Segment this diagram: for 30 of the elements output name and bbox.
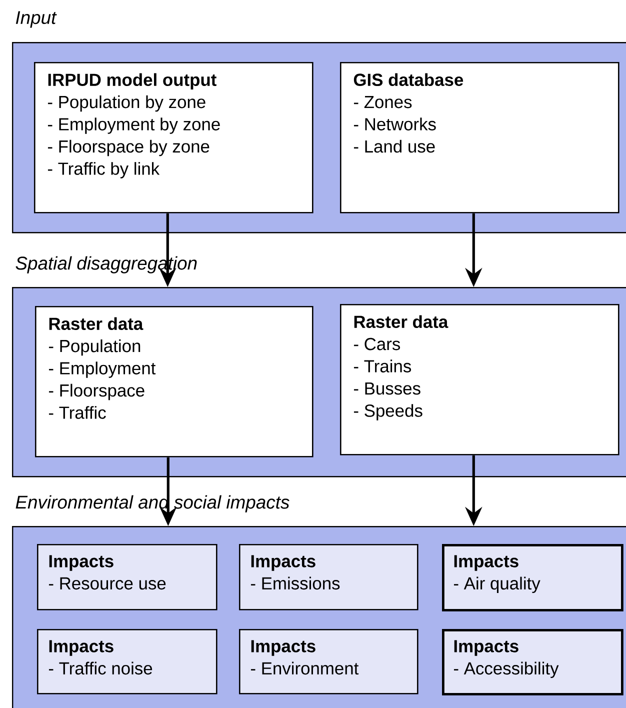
node-label: - Busses [354,382,420,395]
node-label: - Trains [354,360,412,372]
box-text: IRPUD model output - Population by zone - Employment by zone - Floorspace by zone - Traffic by link [48,73,220,178]
node-label: Raster data [354,315,448,328]
box-text: Raster data - Population - Employment - Floorspace - Traffic [48,317,156,419]
node-label: GIS database [354,73,464,86]
box-text: Impacts - Air quality [454,555,540,594]
node-label: Raster data [49,317,144,330]
box-text: Impacts - Environment [250,640,359,675]
node-label: - Land use [354,140,435,153]
node-label: IRPUD model output [48,73,216,90]
node-label: - Traffic [48,406,106,419]
box-text: Impacts - Traffic noise [48,640,152,675]
node-label: - Floorspace by zone [48,140,210,156]
box-text: Impacts - Resource use [48,555,166,590]
node-label: - Traffic by link [48,162,160,178]
node-label: - Networks [354,118,436,130]
node-label: - Speeds [354,404,422,420]
node-label: - Employment by zone [48,118,220,134]
box-text: Impacts - Emissions [250,555,340,590]
node-label: - Employment [48,362,156,378]
node-label: - Population by zone [48,95,206,112]
node-label: - Population [48,339,140,356]
section-heading: Input [16,11,57,28]
node-label: - Zones [354,96,412,108]
node-label: - Cars [354,338,400,350]
box-text: Raster data - Cars - Trains - Busses - Speeds [354,315,448,420]
box-text: Impacts - Accessibility [454,640,559,678]
node-label: - Floorspace [48,384,144,400]
box-text: GIS database - Zones - Networks - Land use [354,73,464,153]
